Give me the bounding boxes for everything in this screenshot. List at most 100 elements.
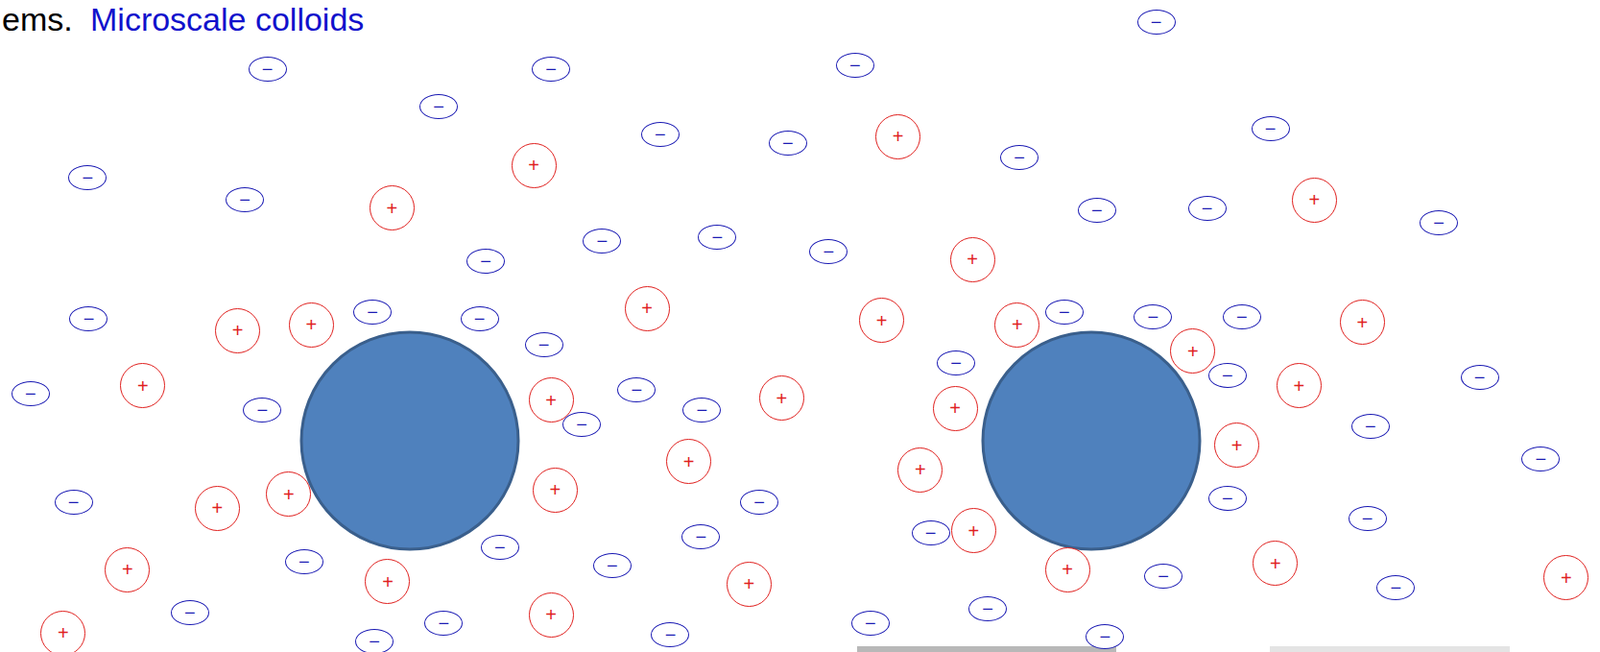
negative-sign: − [695, 526, 708, 547]
negative-sign: − [474, 309, 486, 329]
anion-ellipse: − [1137, 9, 1176, 35]
anion-ellipse: − [1222, 304, 1262, 330]
anion-ellipse: − [936, 350, 976, 376]
negative-sign: − [950, 353, 962, 373]
negative-sign: − [494, 537, 506, 557]
anion-ellipse: − [11, 381, 50, 406]
positive-sign: + [305, 314, 317, 335]
positive-sign: + [742, 573, 755, 594]
negative-sign: − [1364, 416, 1377, 436]
anion-ellipse: − [248, 56, 287, 82]
cation-circle: + [364, 558, 410, 604]
anion-ellipse: − [285, 549, 324, 574]
anion-ellipse: − [1045, 299, 1084, 325]
anion-ellipse: − [69, 306, 108, 332]
negative-sign: − [753, 492, 765, 512]
cation-circle: + [932, 385, 979, 431]
cation-circle: + [265, 471, 311, 517]
negative-sign: − [1099, 626, 1112, 646]
cation-circle: + [994, 302, 1040, 348]
anion-ellipse: − [1208, 485, 1247, 511]
positive-sign: + [549, 479, 562, 500]
anion-ellipse: − [1188, 195, 1227, 221]
negative-sign: − [606, 555, 619, 575]
positive-sign: + [1269, 553, 1282, 574]
negative-sign: − [665, 624, 677, 645]
colloid-particle [301, 332, 519, 550]
cation-circle: + [214, 308, 261, 354]
cation-circle: + [119, 362, 166, 408]
positive-sign: + [1061, 559, 1074, 579]
negative-sign: − [1201, 198, 1214, 218]
anion-ellipse: − [355, 628, 394, 652]
anion-ellipse: − [1144, 563, 1183, 589]
negative-sign: − [1432, 213, 1445, 233]
anion-ellipse: − [353, 299, 392, 325]
anion-ellipse: − [911, 520, 951, 546]
negative-sign: − [925, 523, 937, 543]
anion-ellipse: − [768, 130, 808, 156]
heading-fragment: ems. [1, 1, 73, 38]
anion-ellipse: − [531, 56, 571, 82]
anion-ellipse: − [68, 165, 107, 191]
positive-sign: + [892, 126, 905, 146]
anion-ellipse: − [1077, 197, 1117, 223]
anion-ellipse: − [480, 534, 520, 560]
anion-ellipse: − [582, 228, 621, 254]
anion-ellipse: − [1000, 144, 1039, 170]
anion-ellipse: − [242, 397, 282, 423]
positive-sign: + [1356, 312, 1368, 333]
positive-sign: + [1187, 341, 1199, 361]
positive-sign: + [212, 498, 224, 518]
negative-sign: − [1265, 119, 1277, 139]
positive-sign: + [382, 572, 394, 592]
negative-sign: − [538, 334, 550, 355]
negative-sign: − [1361, 508, 1374, 528]
negative-sign: − [654, 124, 667, 144]
positive-sign: + [1011, 314, 1024, 335]
cation-circle: + [759, 375, 805, 421]
cation-circle: + [1252, 540, 1298, 586]
anion-ellipse: − [835, 52, 875, 78]
positive-sign: + [121, 559, 134, 579]
negative-sign: − [596, 231, 608, 251]
anion-ellipse: − [682, 397, 721, 423]
anion-ellipse: − [968, 596, 1007, 621]
negative-sign: − [1221, 365, 1234, 385]
cation-circle: + [1170, 328, 1216, 374]
cation-circle: + [288, 302, 335, 348]
anion-ellipse: − [1521, 446, 1560, 472]
anion-ellipse: − [697, 224, 737, 250]
anion-ellipse: − [225, 187, 264, 213]
negative-sign: − [696, 400, 709, 420]
cation-circle: + [1543, 554, 1589, 600]
positive-sign: + [137, 376, 149, 396]
anion-ellipse: − [1460, 364, 1500, 390]
negative-sign: − [1236, 307, 1248, 327]
negative-sign: − [298, 551, 311, 572]
negative-sign: − [1147, 307, 1160, 327]
negative-sign: − [68, 492, 80, 512]
anion-ellipse: − [424, 610, 463, 636]
cation-circle: + [950, 237, 996, 283]
positive-sign: + [527, 155, 540, 175]
anion-ellipse: − [1208, 362, 1247, 388]
positive-sign: + [1308, 190, 1320, 210]
negative-sign: − [1221, 488, 1234, 508]
positive-sign: + [1231, 435, 1243, 455]
cation-circle: + [1214, 422, 1260, 468]
anion-ellipse: − [681, 524, 720, 550]
anion-ellipse: − [740, 489, 779, 515]
cation-circle: + [1291, 177, 1338, 223]
positive-sign: + [641, 298, 653, 318]
anion-ellipse: − [650, 621, 690, 647]
cation-circle: + [624, 286, 670, 332]
anion-ellipse: − [1419, 210, 1458, 236]
negative-sign: − [1157, 566, 1170, 586]
negative-sign: − [545, 59, 557, 79]
cation-circle: + [511, 143, 557, 189]
slide-heading: Microscale colloids [90, 1, 364, 38]
anion-ellipse: − [419, 94, 458, 120]
negative-sign: − [24, 383, 37, 404]
positive-sign: + [776, 388, 789, 408]
